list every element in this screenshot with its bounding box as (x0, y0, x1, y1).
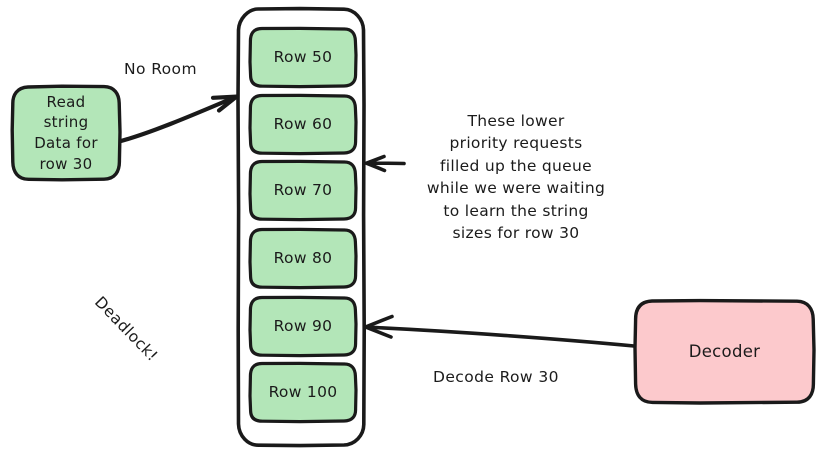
edge-label-decode-row-30: Decode Row 30 (433, 368, 559, 386)
edge-label-no-room: No Room (124, 60, 197, 78)
edge-annotation-arrow (364, 154, 406, 173)
decoder-node-shape (633, 298, 816, 405)
queue-row-shapes (248, 26, 358, 424)
edge-decode-row-arrow (363, 314, 636, 348)
request-node-shape (10, 84, 122, 182)
annotation-queue-filled: These lower priority requests filled up … (426, 112, 606, 243)
edge-no-room-arrow (118, 94, 239, 144)
